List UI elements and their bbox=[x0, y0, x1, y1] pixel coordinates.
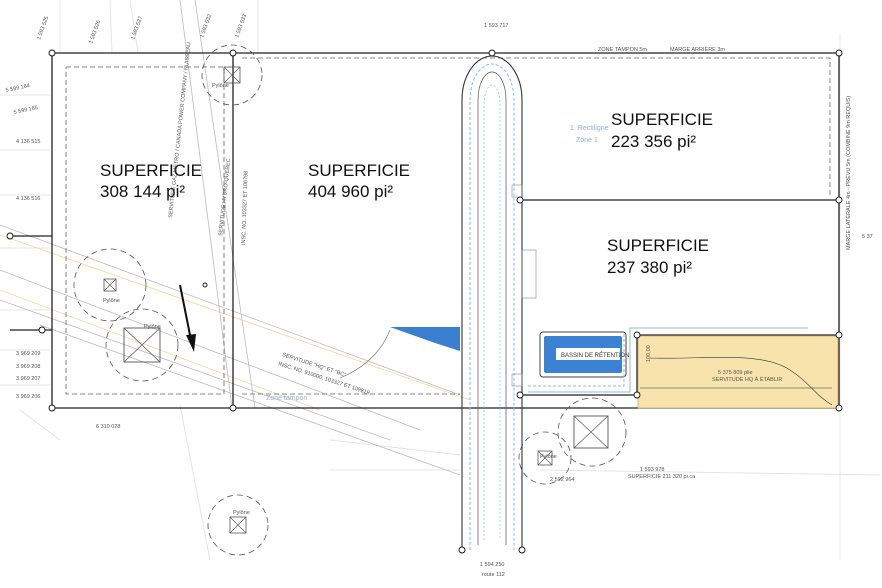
retention-basin-area bbox=[528, 327, 808, 393]
yellow-dimension: 100,00 bbox=[646, 345, 652, 362]
pylon-label-2: Pylône bbox=[103, 298, 120, 304]
lot-number-bottom-left: 6 310 028 bbox=[96, 424, 120, 430]
lot-2-title: SUPERFICIE bbox=[308, 161, 410, 180]
lot-number-right: 5 37 bbox=[862, 234, 873, 240]
easement-curve bbox=[649, 356, 833, 406]
lot-3-title: SUPERFICIE bbox=[611, 110, 713, 129]
pylon-label-6: Pylône bbox=[233, 510, 250, 516]
north-arrow-icon bbox=[179, 284, 196, 352]
lot-number-left-7: 3 969 207 bbox=[16, 376, 40, 382]
lot-3-area: 223 356 pi² bbox=[611, 132, 696, 151]
pylon-label-5: Pylône bbox=[540, 454, 557, 460]
pylon-4 bbox=[557, 397, 627, 467]
pylon-1 bbox=[201, 44, 263, 106]
servitude-curve bbox=[339, 329, 391, 379]
lot-number-top-2: 1 593 526 bbox=[88, 20, 102, 45]
lot-1-title: SUPERFICIE bbox=[100, 161, 202, 180]
pylons bbox=[73, 44, 627, 556]
retention-basin-label: BASSIN DE RÉTENTION bbox=[561, 352, 629, 359]
easement-insc-vertical: INSC. NO. 103327 ET 106798 bbox=[241, 171, 250, 245]
pylon-2 bbox=[73, 248, 147, 322]
lot-number-top-1: 1 593 525 bbox=[36, 16, 50, 41]
south-lot-number: 1 593 978 bbox=[640, 467, 664, 473]
easement-area bbox=[637, 335, 839, 409]
lot-2-area: 404 960 pi² bbox=[308, 182, 393, 201]
survey-markers bbox=[6, 49, 843, 554]
easement-corridor bbox=[179, 0, 256, 409]
lot-number-2592: 2 592 964 bbox=[550, 477, 574, 483]
access-road bbox=[461, 55, 523, 550]
lot-number-top-4: 1 593 532 bbox=[199, 14, 213, 39]
zone-tampon-label: ZONE TAMPON 5m bbox=[598, 47, 647, 53]
pylon-label-3: Pylône bbox=[144, 324, 161, 330]
lot-1-area: 308 144 pi² bbox=[100, 182, 185, 201]
lot-number-top-5: 1 593 533 bbox=[234, 14, 248, 39]
pylon-3 bbox=[105, 308, 179, 382]
easement-hydro-vertical: SERVITUDE HYDRO-QUÉBEC bbox=[217, 158, 232, 236]
lot-number-left-5: 3 969 209 bbox=[16, 351, 40, 357]
pylon-6 bbox=[207, 494, 269, 556]
background-survey-lines bbox=[0, 0, 881, 561]
lot-number-top-6: 1 593 717 bbox=[484, 23, 508, 29]
property-boundary bbox=[10, 52, 840, 409]
lot-number-left-8: 3 969 206 bbox=[16, 394, 40, 400]
marge-arriere-label: MARGE ARRIÈRE 3m bbox=[670, 46, 725, 53]
lot-number-left-2: 5 599 165 bbox=[13, 105, 38, 116]
lot-number-left-3: 4 136 515 bbox=[16, 139, 40, 145]
road-name: route 112 bbox=[482, 572, 505, 578]
road-lot-number: 1 594 250 bbox=[480, 562, 504, 568]
lot-4-area: 237 380 pi² bbox=[607, 258, 692, 277]
lot-number-left-1: 5 599 164 bbox=[5, 83, 30, 94]
south-lot-area: SUPERFICIE 211 320 pi.ca bbox=[628, 474, 696, 480]
road-notches bbox=[511, 184, 537, 387]
buffer-zone bbox=[65, 57, 831, 395]
water-feature bbox=[390, 327, 460, 351]
utility-corridor-yellow bbox=[0, 234, 471, 411]
marge-laterale-label: MARGE LATÉRALE 4m - PRÉVU 5m (COMBINÉ 9m… bbox=[845, 96, 852, 250]
pylon-5 bbox=[518, 431, 572, 485]
zone-1-sub-text: 1. Rectiligne bbox=[570, 125, 609, 132]
yellow-servitude: SERVITUDE HQ À ÉTABLIR bbox=[712, 376, 782, 383]
utility-corridor bbox=[0, 224, 461, 476]
lot-number-left-6: 3 969 208 bbox=[16, 364, 40, 370]
zone-1-text: Zone 1 bbox=[576, 137, 598, 144]
lot-number-left-4: 4 136 516 bbox=[16, 196, 40, 202]
yellow-lot-number: 5 375 809 plie bbox=[718, 370, 753, 376]
lot-number-top-3: 1 593 527 bbox=[130, 16, 144, 41]
lot-4-title: SUPERFICIE bbox=[607, 236, 709, 255]
zone-tampon-text: Zone tampon bbox=[266, 395, 307, 402]
pylon-label-1: Pylône bbox=[212, 83, 229, 89]
